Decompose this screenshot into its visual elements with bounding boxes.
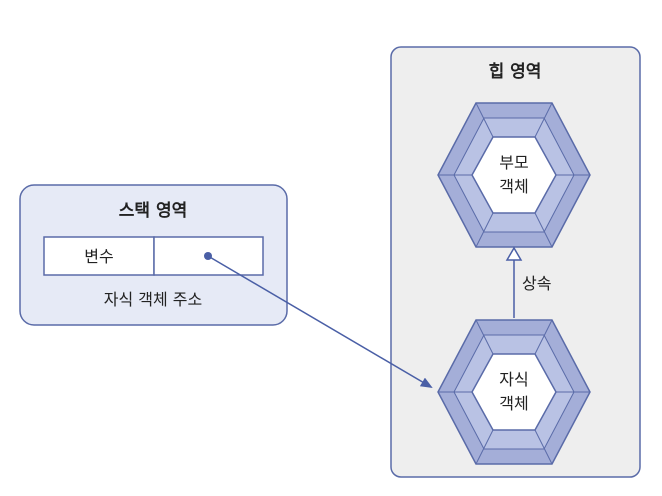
inheritance-label: 상속 bbox=[522, 274, 551, 293]
child-object: 자식 객체 bbox=[437, 319, 591, 465]
parent-object: 부모 객체 bbox=[437, 102, 591, 248]
stack-area: 스택 영역 변수 자식 객체 주소 bbox=[19, 184, 288, 326]
parent-object-label-line1: 부모 bbox=[499, 153, 528, 172]
inheritance-arrow: 상속 bbox=[505, 246, 551, 318]
variable-slot: 변수 bbox=[43, 236, 264, 276]
heap-area: 힙 영역 부모 객체 상속 bbox=[390, 46, 641, 478]
child-object-label-line2: 객체 bbox=[499, 394, 528, 413]
stack-caption: 자식 객체 주소 bbox=[104, 290, 203, 309]
reference-arrow bbox=[207, 255, 433, 389]
variable-label: 변수 bbox=[84, 247, 113, 266]
child-object-label-line1: 자식 bbox=[499, 370, 528, 389]
heap-area-title: 힙 영역 bbox=[489, 61, 542, 82]
stack-area-title: 스택 영역 bbox=[119, 201, 187, 221]
inheritance-arrow-head bbox=[505, 246, 523, 261]
parent-object-label-line2: 객체 bbox=[499, 177, 528, 196]
variable-name-cell bbox=[43, 236, 155, 276]
